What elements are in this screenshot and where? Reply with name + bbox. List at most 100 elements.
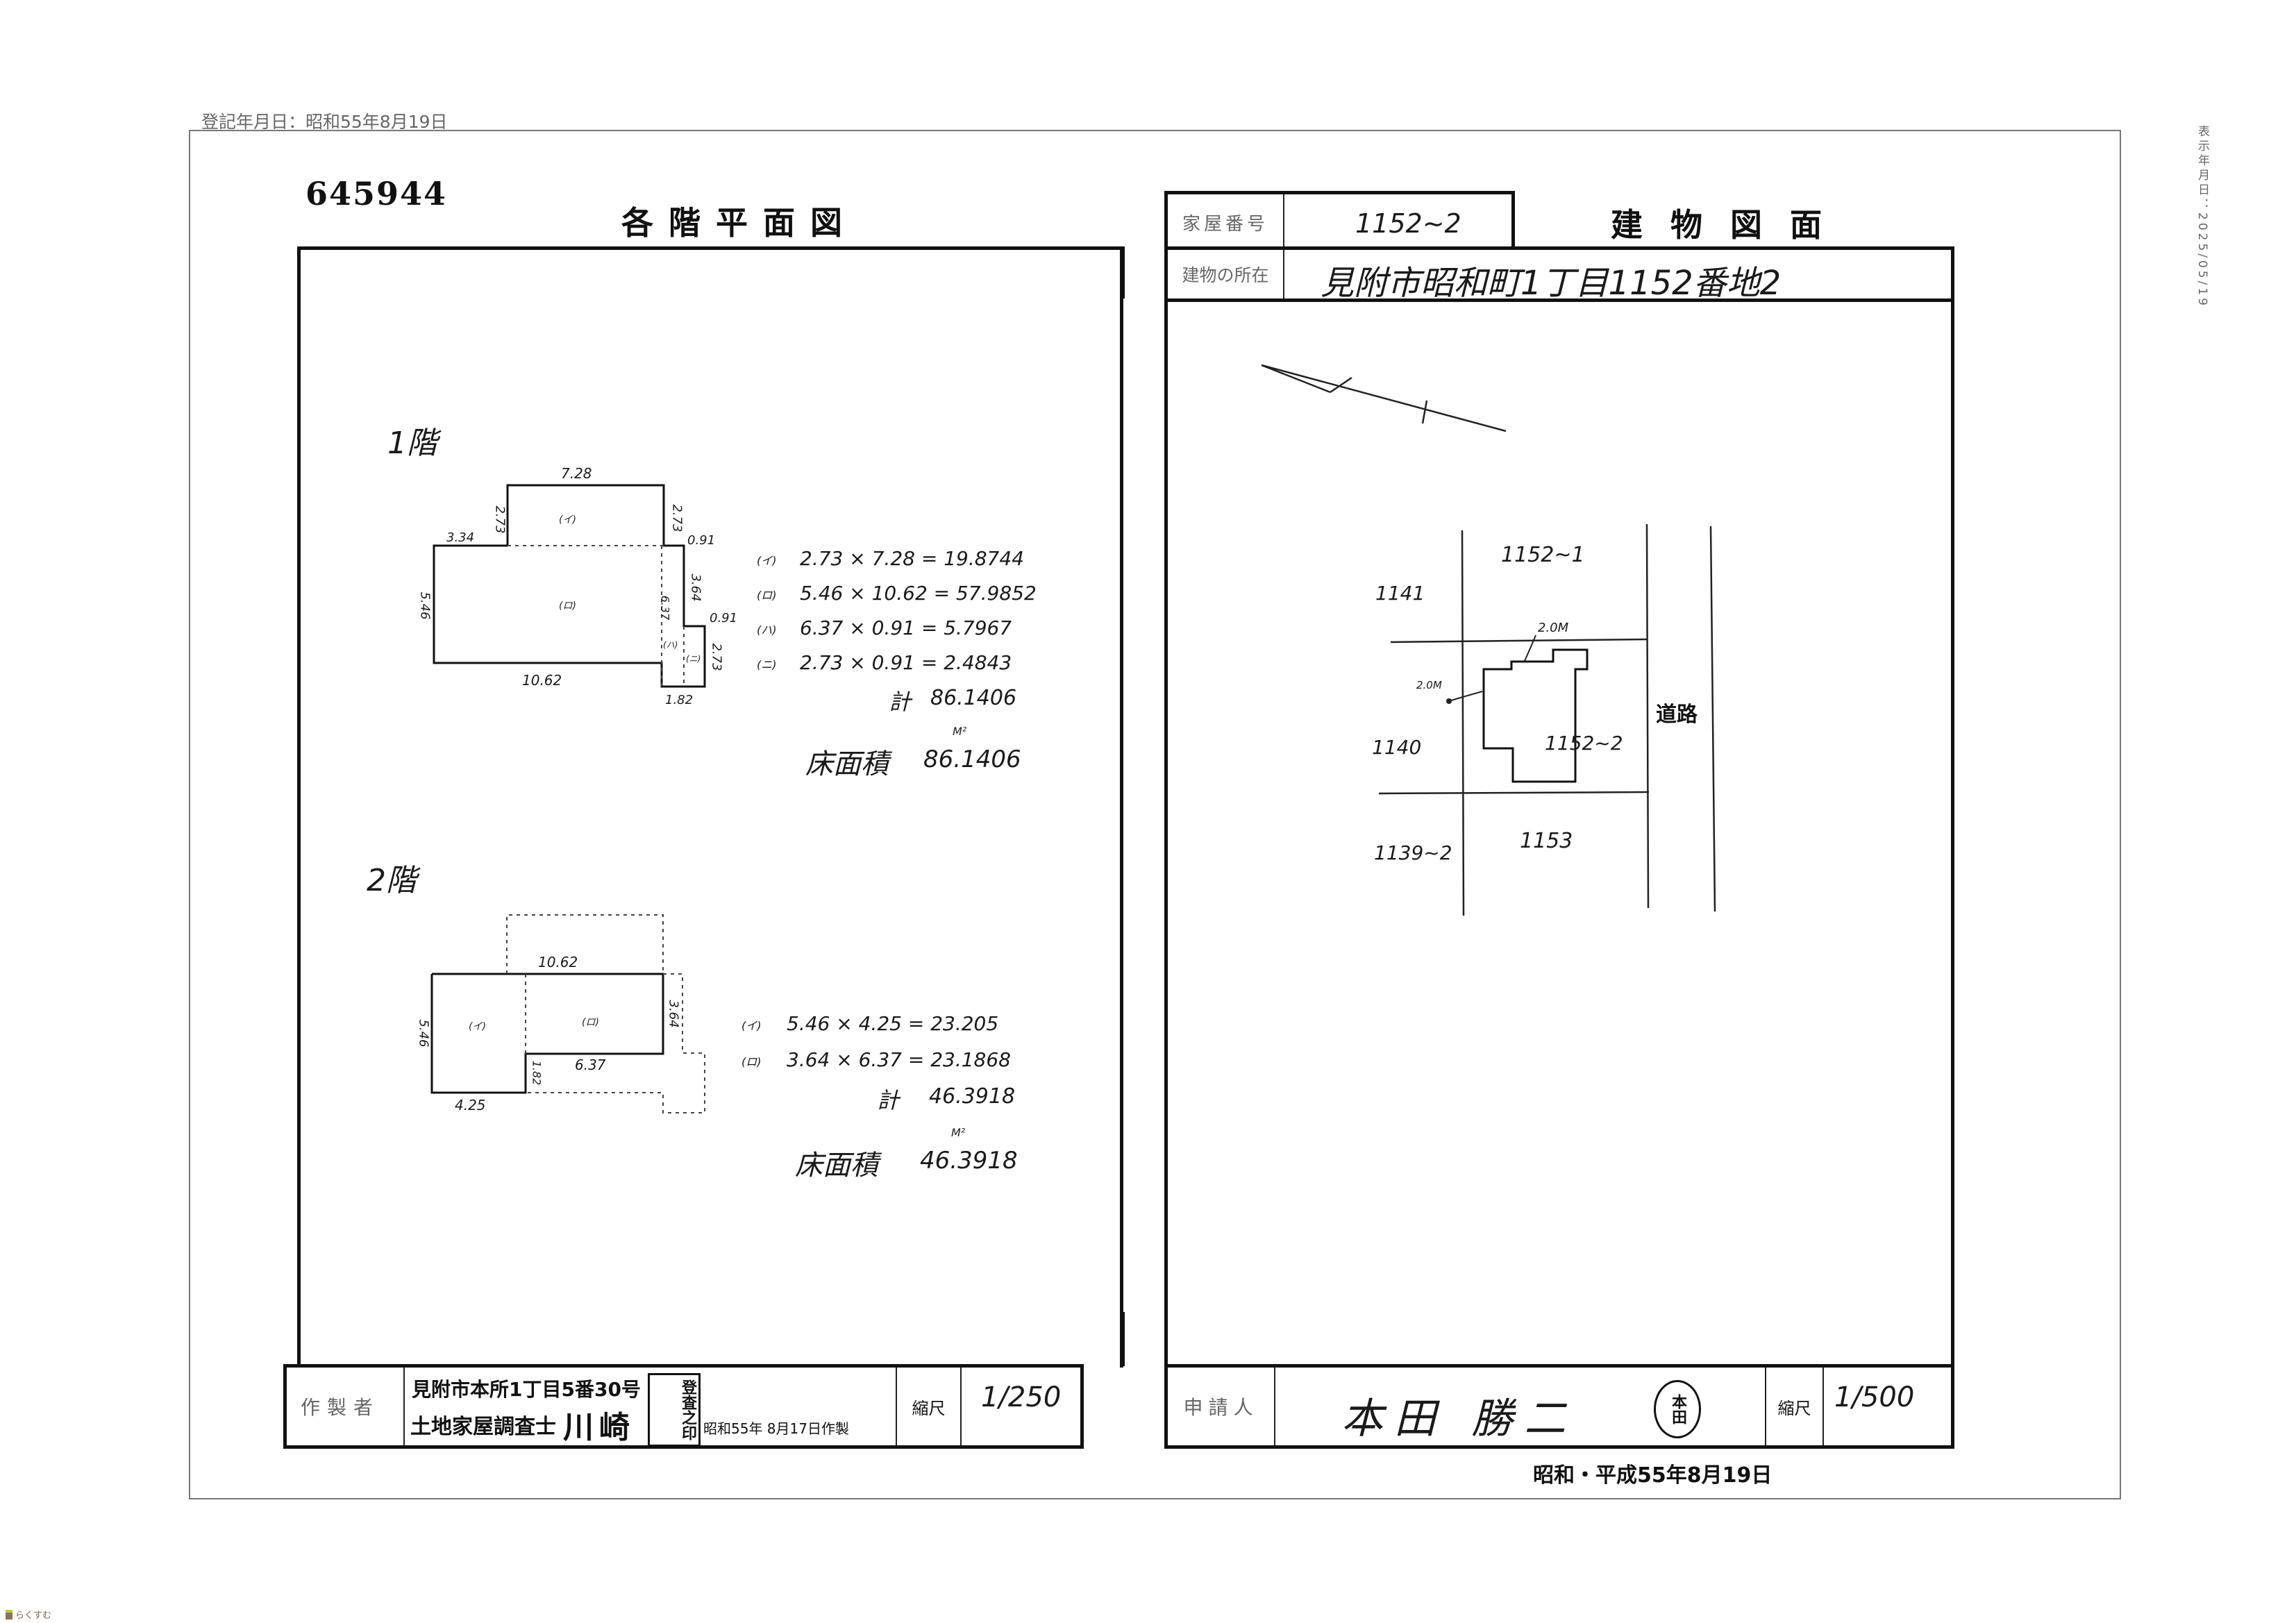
total-label: 計 — [877, 1087, 900, 1113]
scale-label: 縮尺 — [1777, 1398, 1811, 1418]
floor1-dim: 10.62 — [522, 672, 562, 689]
total-value: 86.1406 — [930, 686, 1017, 710]
floor2-first-floor-outline — [506, 914, 705, 1113]
floor2-dim: 3.64 — [666, 1000, 681, 1028]
floor2-area-unit: M² — [951, 1126, 966, 1139]
floor1-dim: 2.73 — [669, 504, 685, 532]
registration-date: 登記年月日：昭和55年8月19日 — [201, 112, 448, 132]
maker-seal: 登査之印 — [648, 1373, 701, 1447]
maker-address: 見附市本所1丁目5番30号 — [412, 1378, 641, 1401]
floor1-area-label: 床面積 — [805, 748, 889, 780]
house-number-value: 1152~2 — [1355, 208, 1461, 239]
floor1-area-unit: M² — [953, 725, 967, 738]
floor-plan-frame — [297, 246, 1123, 1368]
calc-label: (イ) — [741, 1019, 762, 1032]
footer-maker: 作製者 見附市本所1丁目5番30号 土地家屋調査士 川崎 登査之印 昭和55年 … — [283, 1364, 1084, 1449]
total-value: 46.3918 — [929, 1084, 1016, 1109]
room-label: (ニ) — [686, 654, 701, 664]
lot-label: 1152~2 — [1545, 732, 1623, 755]
floor2-dim: 4.25 — [455, 1097, 486, 1113]
left-title: 各階平面図 — [621, 204, 857, 242]
house-number-box: 家屋番号 1152~2 — [1164, 191, 1515, 250]
lot-label: 1139~2 — [1374, 841, 1452, 864]
floor1-dim: 2.73 — [492, 505, 508, 534]
location-value: 見附市昭和町1丁目1152番地2 — [1321, 264, 1782, 303]
distance-leader-left — [1448, 691, 1483, 702]
distance-label: 2.0M — [1538, 621, 1569, 635]
applicant-label: 申請人 — [1183, 1396, 1259, 1419]
floor2-dim: 10.62 — [538, 954, 578, 970]
footer-applicant: 申請人 本田 勝二 本田 縮尺 1/500 — [1164, 1364, 1954, 1449]
floor1-dim: 2.73 — [709, 643, 724, 671]
scale-value: 1/250 — [981, 1381, 1062, 1413]
house-icon — [6, 1609, 12, 1620]
applicant-seal: 本田 — [1654, 1380, 1701, 1438]
room-label: (ハ) — [663, 640, 678, 650]
calc-label: (ニ) — [757, 658, 777, 671]
floor2-dim: 5.46 — [416, 1019, 431, 1048]
calc-expr: 3.64 × 6.37 = 23.1868 — [787, 1048, 1011, 1071]
room-label: (イ) — [469, 1021, 486, 1032]
lot-label: 1141 — [1375, 582, 1425, 605]
calc-label: (ロ) — [757, 589, 777, 602]
distance-point — [1446, 698, 1452, 704]
house-number-label: 家屋番号 — [1182, 213, 1268, 235]
applicant-name: 本田 勝二 — [1341, 1395, 1577, 1443]
lot-label: 1140 — [1372, 736, 1422, 759]
floor2-outline — [430, 973, 664, 1094]
floor2-area-label: 床面積 — [795, 1150, 878, 1181]
floor1-dim: 0.91 — [710, 611, 738, 625]
calc-expr: 5.46 × 10.62 = 57.9852 — [800, 582, 1037, 605]
north-arrow — [1261, 364, 1507, 432]
maker-label: 作製者 — [301, 1396, 380, 1419]
floor1-dim: 1.82 — [665, 693, 694, 707]
floor2-dim: 1.82 — [530, 1060, 544, 1086]
calc-label: (ハ) — [757, 623, 777, 637]
calc-expr: 2.73 × 7.28 = 19.8744 — [800, 547, 1024, 570]
floor1-dim: 3.34 — [446, 530, 475, 545]
floor1-area: 86.1406 — [923, 746, 1021, 773]
calc-expr: 6.37 × 0.91 = 5.7967 — [800, 616, 1012, 639]
room-label: (イ) — [559, 514, 576, 525]
lot-label: 1152~1 — [1501, 543, 1585, 567]
floor1-dim: 3.64 — [688, 573, 703, 602]
right-title: 建物図面 — [1611, 206, 1850, 244]
floor1-outline — [433, 484, 706, 688]
building-footprint — [1482, 648, 1589, 783]
scale-value: 1/500 — [1834, 1381, 1915, 1413]
floor1-dim: 5.46 — [417, 591, 433, 620]
distance-label: 2.0M — [1416, 679, 1442, 691]
floor1-dim: 7.28 — [561, 465, 592, 482]
made-date: 昭和55年 8月17日作製 — [703, 1420, 849, 1437]
document-number: 645944 — [305, 175, 448, 212]
calc-label: (ロ) — [741, 1055, 762, 1068]
calc-expr: 2.73 × 0.91 = 2.4843 — [800, 651, 1012, 674]
scale-label: 縮尺 — [912, 1398, 946, 1418]
brand-logo: らくすむ — [6, 1608, 51, 1621]
room-label: (ロ) — [559, 600, 576, 612]
calc-expr: 5.46 × 4.25 = 23.205 — [787, 1012, 999, 1035]
road-label: 道路 — [1656, 703, 1698, 727]
floor1-title: 1階 — [387, 426, 437, 461]
calc-label: (イ) — [757, 554, 777, 567]
floor2-dim: 6.37 — [575, 1057, 606, 1073]
floor2-title: 2階 — [367, 863, 417, 898]
maker-title: 土地家屋調査士 — [410, 1415, 556, 1439]
display-date: 表示年月日：2025/05/19 — [2195, 125, 2209, 308]
lot-boundaries — [1378, 523, 1716, 916]
floor1-dim: 0.91 — [687, 533, 716, 548]
distance-leader-top — [1524, 634, 1536, 662]
location-label: 建物の所在 — [1182, 265, 1269, 285]
maker-name: 川崎 — [563, 1410, 635, 1445]
room-label: (ロ) — [582, 1017, 599, 1028]
lot-label: 1153 — [1520, 829, 1573, 853]
floor1-division-lines — [508, 545, 685, 687]
floor2-area: 46.3918 — [920, 1147, 1018, 1175]
brand-text: らくすむ — [15, 1611, 52, 1621]
outer-frame — [189, 130, 2121, 1499]
received-date: 昭和・平成55年8月19日 — [1533, 1463, 1773, 1488]
location-row: 建物の所在 見附市昭和町1丁目1152番地2 — [1164, 246, 1954, 303]
total-label: 計 — [889, 689, 912, 715]
